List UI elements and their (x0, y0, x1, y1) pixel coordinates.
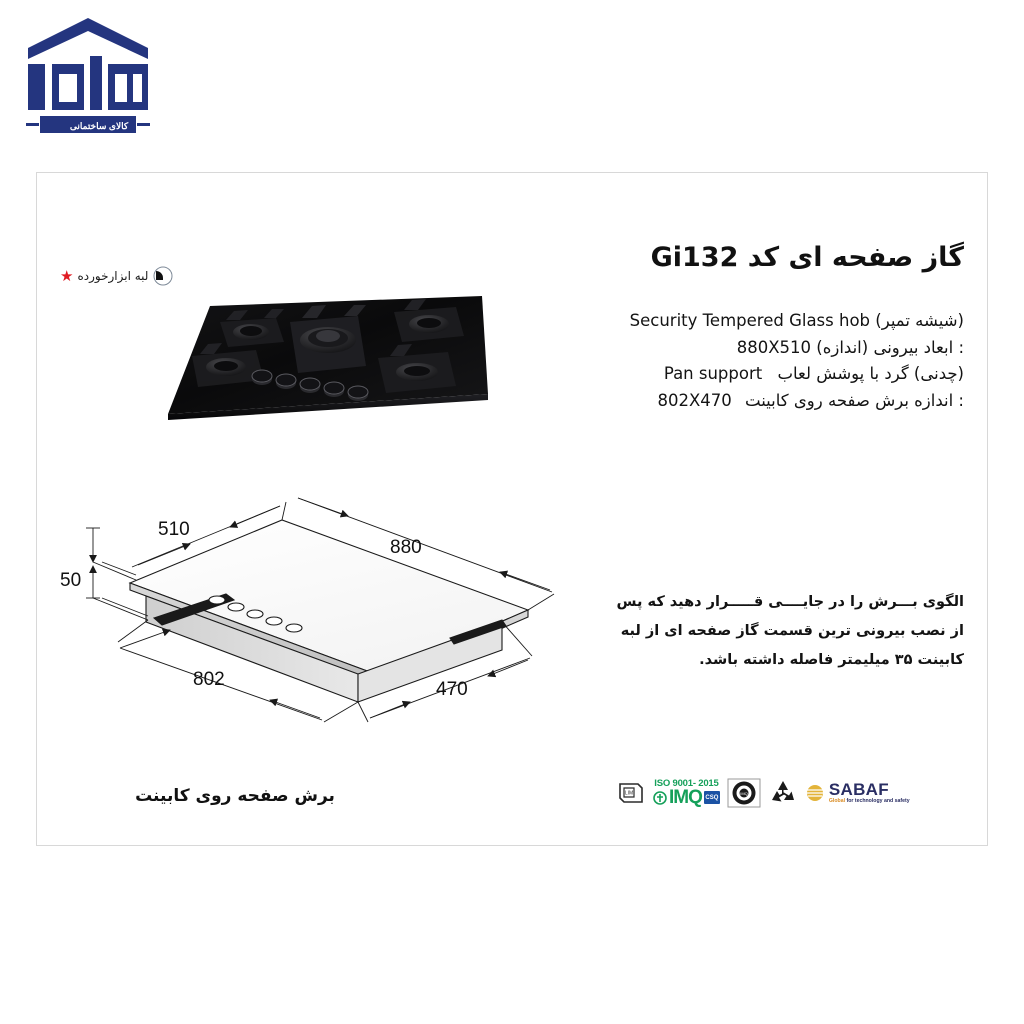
rounded-edge-icon (153, 266, 173, 286)
dimension-label-470: 470 (436, 679, 468, 700)
page-title: گاز صفحه ای کد Gi132 (650, 242, 964, 273)
csq-label: CSQ (705, 794, 719, 801)
spec-row-pan-support: (چدنی) گرد با پوشش لعاب Pan support (544, 361, 964, 388)
beveled-edge-badge: لبه ابزارخورده ★ (60, 264, 174, 288)
spec-sheet-card (36, 172, 988, 846)
spec-row-dimensions: : ابعاد بیرونی (اندازه) 880X510 (544, 335, 964, 362)
circle-mark-icon: IMQ (727, 776, 761, 810)
imq-brand-label: IMQ (669, 787, 703, 809)
sabaf-sun-icon (806, 784, 823, 801)
spec-pan-support-value: Pan support (663, 364, 763, 384)
brand-subtitle-banner: کالای ساختمانی (40, 116, 158, 136)
svg-text:IMQ: IMQ (740, 791, 748, 796)
spec-type-note: (شیشه تمپر) (875, 311, 964, 330)
csa-mark-icon: LIM (616, 778, 646, 808)
spec-dimensions-label: : ابعاد بیرونی (اندازه) (816, 337, 964, 357)
spec-row-type: (شیشه تمپر) Security Tempered Glass hob (544, 308, 964, 335)
dimension-label-510: 510 (158, 519, 190, 540)
sabaf-tagline: Global for technology and safety (828, 798, 910, 805)
specification-list: (شیشه تمپر) Security Tempered Glass hob … (544, 308, 964, 415)
sabaf-brand-label: SABAF (828, 780, 889, 800)
spec-row-cutout: : اندازه برش صفحه روی کابینت 802X470 (544, 388, 964, 415)
cutout-technical-drawing: 510 880 50 802 470 (58, 470, 588, 735)
spec-type-value: Security Tempered Glass hob (629, 311, 871, 330)
gas-hob-photo (152, 282, 492, 442)
red-star-icon: ★ (60, 267, 74, 285)
dimension-label-880: 880 (390, 537, 422, 558)
iso-standard-label: ISO 9001- 2015 (654, 777, 719, 789)
installation-note: الگوی بـــرش را در جایــــی قـــــرار ده… (616, 594, 964, 668)
beveled-edge-label: لبه ابزارخورده (77, 269, 149, 283)
spec-cutout-value: 802X470 (657, 391, 732, 411)
imq-iso-icon: ISO 9001- 2015 IMQ CSQ (653, 777, 720, 809)
spec-dimensions-value: 880X510 (736, 337, 812, 357)
recycle-icon (768, 778, 798, 808)
dimension-label-50: 50 (60, 570, 81, 591)
title-block: گاز صفحه ای کد Gi132 (544, 243, 964, 273)
certification-strip: LIM ISO 9001- 2015 IMQ CSQ IMQ (616, 770, 928, 816)
brand-logo: کالای ساختمانی (18, 12, 158, 134)
svg-text:LIM: LIM (625, 791, 633, 797)
brand-subtitle: کالای ساختمانی (69, 120, 129, 131)
dimension-label-802: 802 (193, 669, 225, 690)
control-knobs (251, 369, 369, 401)
imq-symbol-icon (653, 790, 667, 805)
drawing-caption: برش صفحه روی کابینت (135, 786, 335, 806)
spec-cutout-label: : اندازه برش صفحه روی کابینت (745, 391, 964, 411)
csq-box-icon: CSQ (703, 791, 720, 805)
spec-pan-support-label: (چدنی) گرد با پوشش لعاب (777, 364, 964, 384)
sabaf-logo: SABAF Global for technology and safety (805, 781, 910, 804)
